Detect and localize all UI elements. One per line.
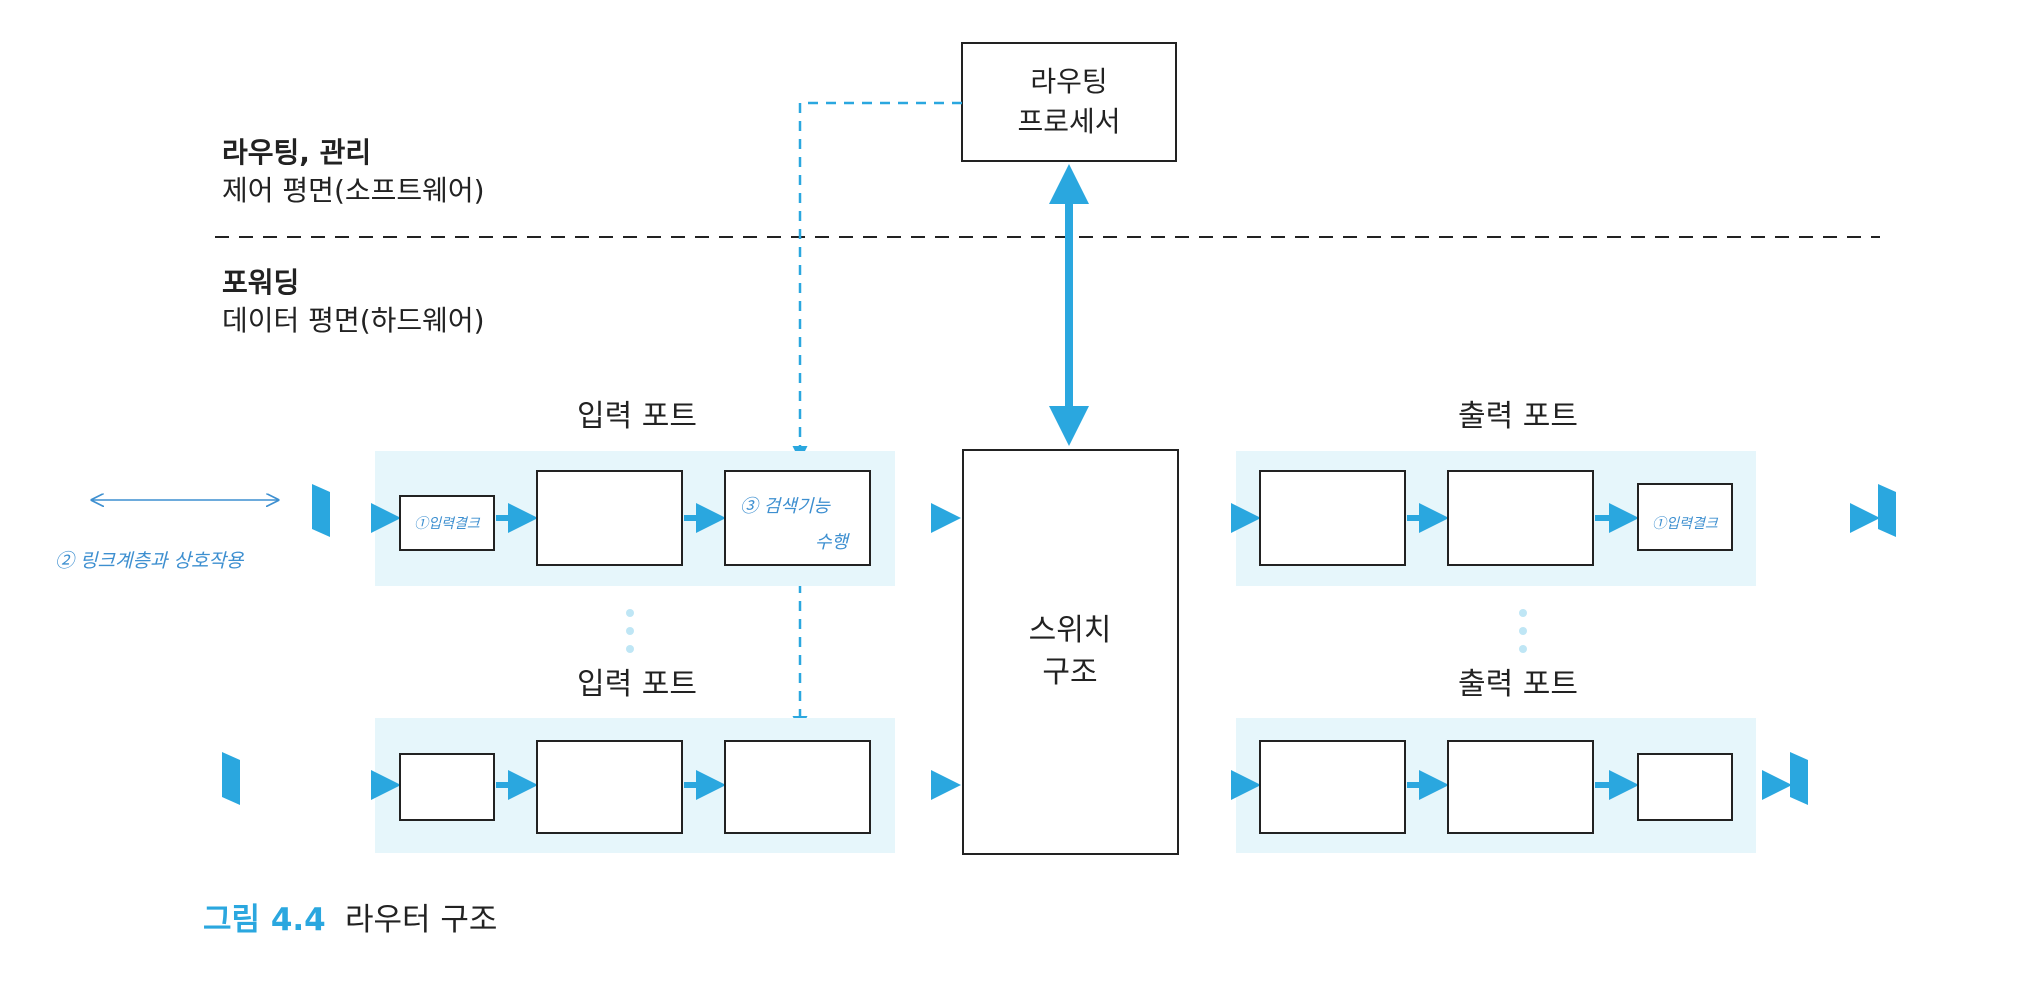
output-port-label-bottom: 출력 포트: [1458, 667, 1578, 702]
input-top-lookup-box: [724, 470, 871, 566]
figure-number: 그림 4.4: [203, 902, 326, 938]
input-bottom-physical-box: [399, 753, 495, 821]
handwritten-link-layer-note: ② 링크계층과 상호작용: [55, 550, 245, 572]
output-bottom-link-box: [1447, 740, 1594, 834]
handwritten-input-physical: ①입력결크: [414, 516, 481, 532]
output-port-label-top: 출력 포트: [1458, 399, 1578, 434]
handwritten-lookup-line1: ③ 검색기능: [740, 496, 831, 517]
switch-fabric-box: [962, 449, 1179, 855]
routing-processor-label-1: 라우팅: [1030, 65, 1107, 98]
input-connector-bottom: [222, 752, 240, 805]
switch-fabric-label-2: 구조: [1042, 655, 1097, 690]
input-port-label-bottom: 입력 포트: [577, 667, 697, 702]
handwritten-lookup-line2: 수행: [815, 532, 851, 553]
data-plane-subtitle: 데이터 평면(하드웨어): [222, 304, 485, 337]
input-top-physical-box: [399, 495, 495, 551]
handwritten-output-physical: ①입력결크: [1652, 516, 1719, 532]
routing-processor-box: [961, 42, 1177, 162]
output-connector-top: [1878, 484, 1896, 537]
input-connector-top: [312, 484, 330, 537]
output-bottom-queue-box: [1259, 740, 1406, 834]
output-top-physical-box: [1637, 483, 1733, 551]
output-connector-bottom: [1790, 752, 1808, 805]
input-port-ellipsis: [626, 609, 634, 653]
routing-processor-label-2: 프로세서: [1017, 105, 1120, 138]
output-top-link-box: [1447, 470, 1594, 566]
control-plane-subtitle: 제어 평면(소프트웨어): [222, 174, 485, 207]
output-bottom-physical-box: [1637, 753, 1733, 821]
figure-caption: 라우터 구조: [345, 902, 497, 938]
input-top-link-box: [536, 470, 683, 566]
control-plane-title: 라우팅, 관리: [222, 136, 371, 169]
input-bottom-lookup-box: [724, 740, 871, 834]
output-port-ellipsis: [1519, 609, 1527, 653]
data-plane-title: 포워딩: [222, 266, 299, 299]
input-port-label-top: 입력 포트: [577, 399, 697, 434]
input-bottom-link-box: [536, 740, 683, 834]
switch-fabric-label-1: 스위치: [1029, 613, 1112, 648]
control-path-top: [792, 101, 962, 461]
output-top-queue-box: [1259, 470, 1406, 566]
